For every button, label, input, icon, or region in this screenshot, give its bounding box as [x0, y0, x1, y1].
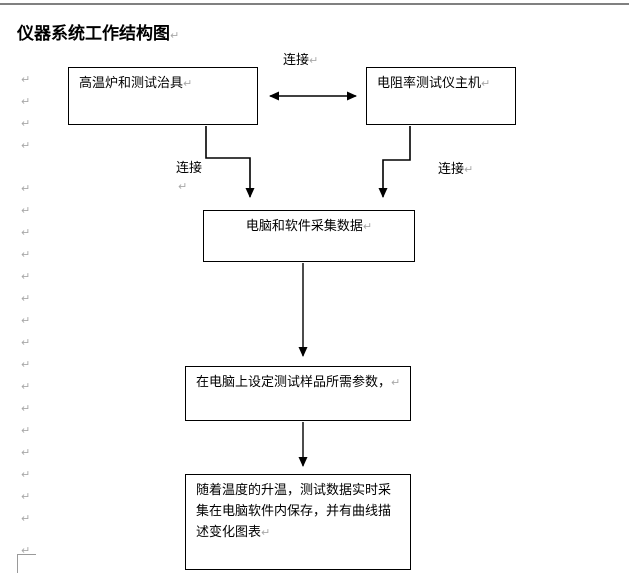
edge-label-left-connect-text: 连接	[176, 161, 203, 176]
paragraph-mark-icon: ↵	[21, 544, 31, 557]
paragraph-mark-icon: ↵	[391, 376, 401, 389]
paragraph-mark-icon: ↵	[21, 73, 31, 86]
paragraph-mark-icon: ↵	[362, 220, 373, 233]
node-set-parameters-label: 在电脑上设定测试样品所需参数，	[196, 375, 392, 390]
edge-label-right-connect: 连接↵	[438, 158, 473, 177]
paragraph-mark-icon: ↵	[21, 490, 31, 503]
page-title-text: 仪器系统工作结构图	[17, 24, 170, 44]
paragraph-mark-icon: ↵	[21, 204, 31, 217]
edge-label-left-connect: 连接	[176, 157, 202, 176]
node-pc-software[interactable]: 电脑和软件采集数据↵	[203, 210, 415, 262]
paragraph-mark-icon: ↵	[21, 402, 31, 415]
node-resistivity-meter[interactable]: 电阻率测试仪主机↵	[366, 67, 516, 125]
paragraph-mark-icon: ↵	[21, 468, 31, 481]
node-resistivity-meter-label: 电阻率测试仪主机	[377, 76, 482, 91]
paragraph-mark-icon: ↵	[178, 180, 188, 193]
paragraph-mark-icon: ↵	[21, 336, 31, 349]
edge-meter-pc	[378, 126, 411, 198]
paragraph-mark-icon: ↵	[21, 380, 31, 393]
paragraph-mark-icon: ↵	[183, 77, 193, 90]
node-realtime-acquisition[interactable]: 随着温度的升温，测试数据实时采集在电脑软件内保存，并有曲线描述变化图表↵	[185, 474, 411, 570]
edge-label-right-connect-text: 连接	[438, 162, 465, 177]
paragraph-mark-icon: ↵	[21, 117, 31, 130]
document-top-rule	[0, 3, 629, 5]
paragraph-mark-icon: ↵	[464, 163, 474, 176]
paragraph-mark-icon: ↵	[21, 358, 31, 371]
edge-label-top-connect: 连接↵	[283, 49, 318, 68]
paragraph-mark-icon: ↵	[21, 248, 31, 261]
node-furnace-label: 高温炉和测试治具	[79, 76, 184, 91]
paragraph-mark-icon: ↵	[21, 424, 31, 437]
paragraph-mark-icon: ↵	[21, 314, 31, 327]
edge-furnace-pc	[205, 126, 255, 198]
node-set-parameters[interactable]: 在电脑上设定测试样品所需参数，↵	[185, 366, 411, 421]
node-furnace[interactable]: 高温炉和测试治具↵	[68, 67, 258, 125]
node-pc-software-label: 电脑和软件采集数据	[245, 219, 363, 234]
paragraph-mark-icon: ↵	[261, 526, 271, 539]
paragraph-mark-icon: ↵	[481, 77, 491, 90]
paragraph-mark-icon: ↵	[170, 29, 180, 42]
paragraph-mark-icon: ↵	[21, 446, 31, 459]
paragraph-mark-icon: ↵	[21, 182, 31, 195]
page-title: 仪器系统工作结构图↵	[17, 19, 179, 44]
paragraph-mark-icon: ↵	[21, 95, 31, 108]
paragraph-mark-icon: ↵	[21, 292, 31, 305]
paragraph-mark-icon: ↵	[21, 226, 31, 239]
node-realtime-acquisition-label: 随着温度的升温，测试数据实时采集在电脑软件内保存，并有曲线描述变化图表	[196, 483, 392, 540]
paragraph-mark-icon: ↵	[21, 512, 31, 525]
paragraph-mark-icon: ↵	[21, 270, 31, 283]
paragraph-mark-icon: ↵	[21, 139, 31, 152]
page-margin-corner-marker	[17, 554, 36, 573]
edge-label-top-connect-text: 连接	[283, 53, 310, 68]
paragraph-mark-icon: ↵	[309, 54, 319, 67]
